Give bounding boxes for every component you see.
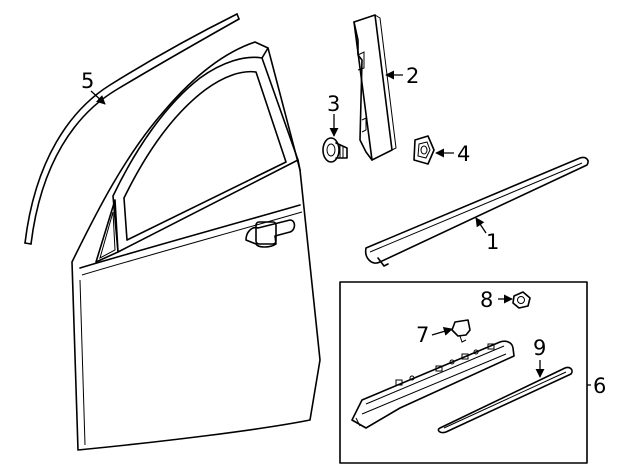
part-9-lower-strip[interactable] [437, 366, 573, 434]
callout-5: 5 [81, 69, 94, 93]
callout-3: 3 [327, 92, 340, 116]
callout-9: 9 [533, 336, 546, 360]
callout-6: 6 [593, 374, 606, 398]
callout-8: 8 [480, 288, 493, 312]
callout-2: 2 [406, 64, 419, 88]
front-door-shell[interactable] [71, 41, 321, 451]
callout-4: 4 [457, 142, 470, 166]
part-7-push-clip[interactable] [451, 319, 471, 343]
part-3-screw[interactable] [322, 137, 348, 163]
callout-7: 7 [416, 323, 429, 347]
part-6-rocker-assembly-box[interactable] [339, 281, 591, 464]
callout-1: 1 [486, 230, 499, 254]
part-8-nut[interactable] [512, 291, 531, 309]
rocker-moulding[interactable] [351, 340, 515, 429]
part-2-pillar-applique[interactable] [353, 14, 397, 161]
part-5-frame-moulding[interactable] [24, 13, 240, 245]
part-1-belt-moulding[interactable] [364, 156, 589, 267]
part-4-clip[interactable] [413, 135, 435, 165]
leader-lines [90, 70, 545, 378]
